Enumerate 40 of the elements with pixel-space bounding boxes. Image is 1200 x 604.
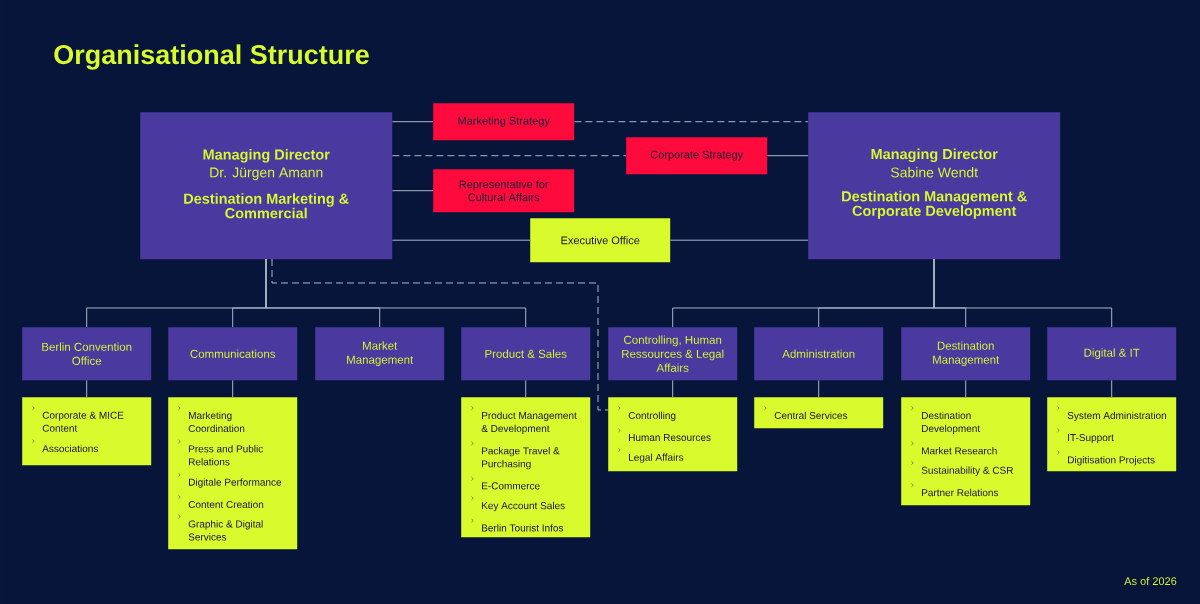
- connector-line: [818, 379, 820, 398]
- connector-line: [672, 379, 674, 398]
- task-list-box: Destination Development Market Research Sustainability & CSR Partner Relations: [901, 397, 1031, 506]
- connector-line: [669, 239, 809, 241]
- connector-line: [265, 258, 527, 328]
- connector-line: [232, 379, 234, 398]
- department-box: Product & Sales: [461, 327, 591, 381]
- department-box: Administration: [754, 327, 884, 381]
- connector-line: [86, 379, 88, 398]
- department-box: Destination Management: [901, 327, 1031, 381]
- director-box: Managing Director Dr. Jürgen Amann Destination Marketing & Commercial: [140, 112, 393, 260]
- director-box: Managing Director Sabine Wendt Destination Management & Corporate Development: [808, 112, 1061, 260]
- department-box: Controlling, Human Ressources & Legal Affairs: [608, 327, 738, 381]
- task-list-box: Product Management & Development Package Travel & Purchasing E-Commerce Key Account Sales Berlin Tourist Infos: [461, 397, 591, 538]
- connector-line: [391, 155, 627, 157]
- department-box: Market Management: [315, 327, 445, 381]
- connector-line: [1111, 379, 1113, 398]
- staff-unit-box: Representative for Cultural Affairs: [433, 169, 575, 213]
- connector-line: [391, 121, 434, 123]
- connector-line: [271, 258, 609, 411]
- staff-unit-box: Marketing Strategy: [433, 103, 575, 141]
- staff-unit-box: Executive Office: [530, 218, 671, 263]
- connector-line: [573, 121, 809, 123]
- connector-line: [766, 155, 809, 157]
- department-box: Digital & IT: [1047, 327, 1177, 381]
- staff-unit-box: Corporate Strategy: [626, 137, 768, 175]
- connector-line: [391, 190, 434, 192]
- task-list-box: Corporate & MICE Content Associations: [22, 397, 152, 466]
- task-list-box: Controlling Human Resources Legal Affairs: [608, 397, 738, 472]
- task-list-box: Marketing Coordination Press and Public Relations Digitale Performance Content Creation Graphic & Digital Services: [168, 397, 298, 550]
- title: Organisational Structure: [54, 44, 369, 70]
- connector-line: [525, 379, 527, 398]
- department-box: Communications: [168, 327, 298, 381]
- department-box: Berlin Convention Office: [22, 327, 152, 381]
- connector-line: [965, 379, 967, 398]
- date-note: As of 2026: [1124, 576, 1177, 586]
- connector-line: [933, 258, 1113, 328]
- connector-line: [391, 239, 531, 241]
- task-list-box: System Administration IT-Support Digitisation Projects: [1047, 397, 1177, 472]
- task-list-box: Central Services: [754, 397, 884, 429]
